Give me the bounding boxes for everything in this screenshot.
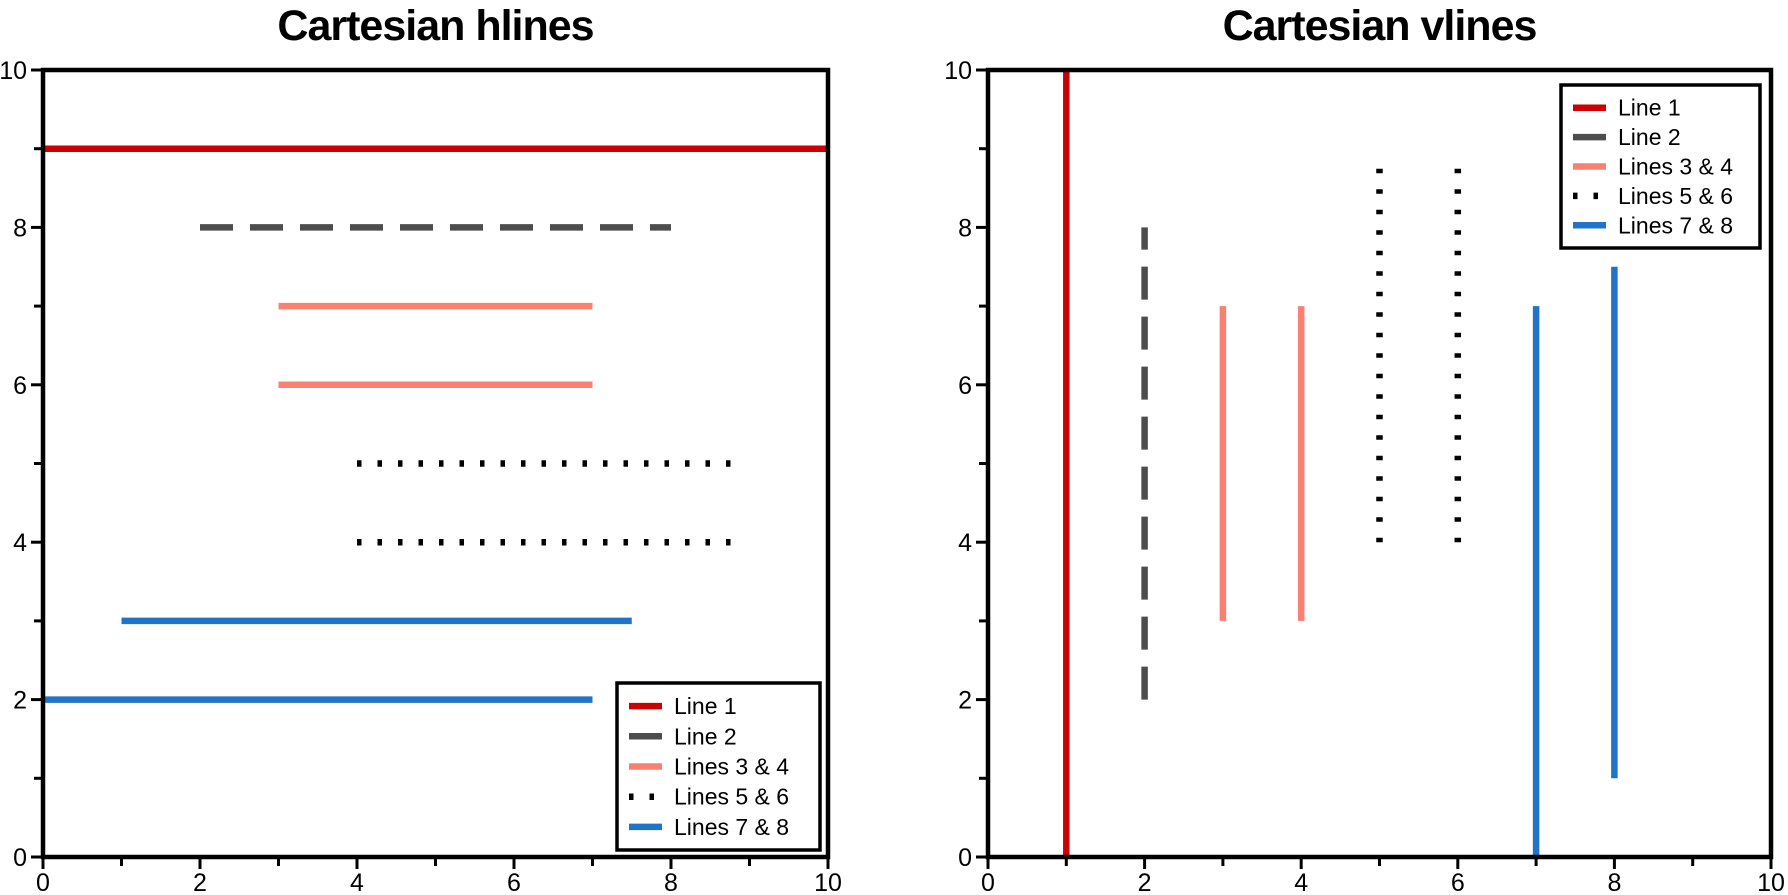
y-tick-label: 10 [944, 57, 972, 85]
chart-title-vlines: Cartesian vlines [1222, 2, 1538, 50]
x-tick-label: 2 [1138, 869, 1152, 895]
legend-label: Line 1 [674, 693, 737, 719]
y-tick-label: 4 [13, 529, 27, 557]
legend-label: Line 2 [674, 723, 737, 749]
legend-label: Lines 3 & 4 [674, 754, 789, 780]
legend: Line 1 Line 2 Lines 3 & 4 Lines 5 & 6 Lines … [1559, 83, 1762, 250]
series-5 [43, 617, 632, 703]
y-tick-label: 8 [13, 214, 27, 242]
x-tick-label: 10 [814, 869, 842, 895]
legend: Line 1 Line 2 Lines 3 & 4 Lines 5 & 6 Lines … [615, 681, 822, 852]
legend-label: Lines 7 & 8 [674, 814, 789, 840]
y-tick-label: 0 [13, 844, 27, 872]
x-tick-label: 2 [193, 869, 207, 895]
legend-box [1559, 83, 1762, 250]
y-tick-label: 4 [958, 529, 972, 557]
series-3 [1219, 306, 1305, 621]
series-4 [1376, 160, 1462, 543]
series-4 [357, 460, 738, 546]
y-tick-label: 8 [958, 214, 972, 242]
chart-title-hlines: Cartesian hlines [277, 2, 594, 50]
legend-label: Line 1 [1618, 95, 1681, 121]
y-tick-label: 10 [0, 57, 27, 85]
series-3 [278, 302, 593, 389]
y-tick-label: 6 [958, 372, 972, 400]
y-tick-label: 6 [13, 372, 27, 400]
legend-label: Lines 5 & 6 [1618, 183, 1733, 209]
x-tick-label: 6 [1451, 869, 1465, 895]
plot-frame [985, 67, 1774, 860]
y-tick-label: 2 [13, 687, 27, 715]
legend-label: Lines 5 & 6 [674, 784, 789, 810]
legend-label: Lines 3 & 4 [1618, 154, 1733, 180]
x-tick-label: 8 [1607, 869, 1621, 895]
plot-frame [40, 67, 831, 860]
x-tick-label: 0 [36, 869, 50, 895]
x-tick-label: 4 [350, 869, 364, 895]
x-tick-label: 8 [664, 869, 678, 895]
x-tick-label: 10 [1757, 869, 1785, 895]
series-5 [1532, 266, 1618, 857]
x-tick-label: 6 [507, 869, 521, 895]
y-tick-label: 0 [958, 844, 972, 872]
legend-label: Line 2 [1618, 124, 1681, 150]
y-tick-label: 2 [958, 687, 972, 715]
x-tick-label: 0 [981, 869, 995, 895]
x-tick-label: 4 [1294, 869, 1308, 895]
legend-label: Lines 7 & 8 [1618, 212, 1733, 238]
